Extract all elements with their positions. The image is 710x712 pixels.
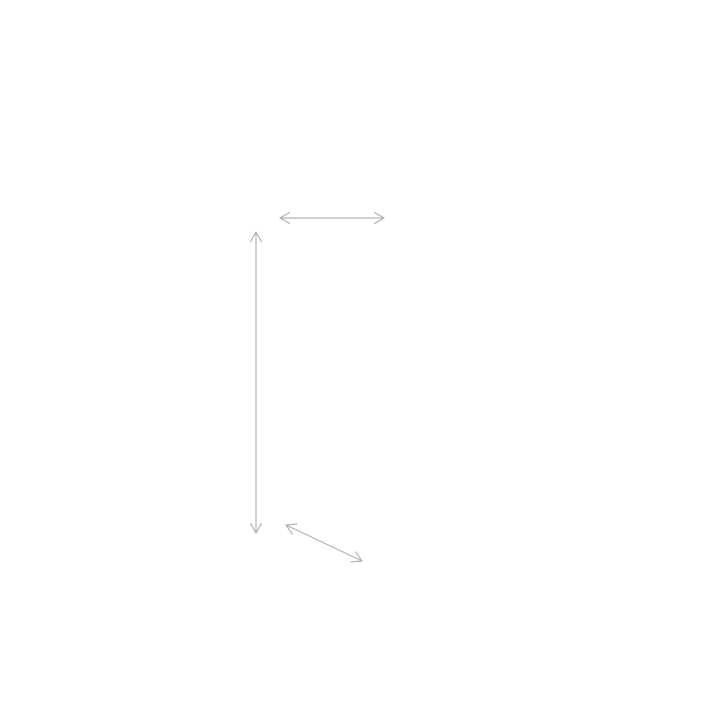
diagonal-double-arrow-shaft bbox=[285, 524, 363, 562]
diagonal-double-arrow-head-start bbox=[285, 523, 298, 535]
diagonal-double-arrow-head-end bbox=[350, 551, 363, 563]
horizontal-double-arrow bbox=[279, 211, 385, 225]
vertical-double-arrow-head-start bbox=[249, 231, 263, 243]
horizontal-double-arrow-head-start bbox=[279, 211, 291, 225]
vertical-double-arrow-head-end bbox=[249, 522, 263, 534]
diagonal-double-arrow bbox=[285, 523, 363, 563]
vertical-double-arrow bbox=[249, 231, 263, 534]
arrow-layer bbox=[249, 211, 385, 563]
horizontal-double-arrow-head-end bbox=[373, 211, 385, 225]
